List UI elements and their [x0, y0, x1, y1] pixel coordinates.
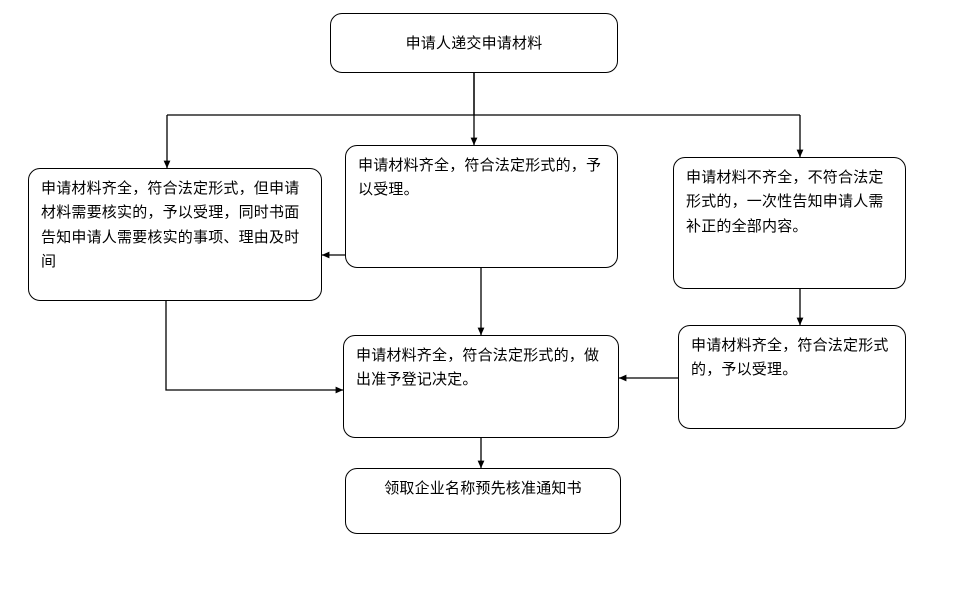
- node-accept-complete[interactable]: 申请材料齐全，符合法定形式的，予以受理。: [345, 145, 618, 268]
- node-approve-registration[interactable]: 申请材料齐全，符合法定形式的，做出准予登记决定。: [343, 335, 619, 438]
- node-accept-with-verification[interactable]: 申请材料齐全，符合法定形式，但申请材料需要核实的，予以受理，同时书面告知申请人需…: [28, 168, 322, 301]
- node-submit-label: 申请人递交申请材料: [405, 33, 543, 52]
- node-submit[interactable]: 申请人递交申请材料: [330, 13, 618, 73]
- node-incomplete-notify[interactable]: 申请材料不齐全，不符合法定形式的，一次性告知申请人需补正的全部内容。: [673, 157, 906, 289]
- node-accept-with-verification-label: 申请材料齐全，符合法定形式，但申请材料需要核实的，予以受理，同时书面告知申请人需…: [41, 179, 300, 270]
- node-incomplete-notify-label: 申请材料不齐全，不符合法定形式的，一次性告知申请人需补正的全部内容。: [686, 168, 884, 235]
- node-accept-after-correction[interactable]: 申请材料齐全，符合法定形式的，予以受理。: [678, 325, 906, 429]
- node-accept-complete-label: 申请材料齐全，符合法定形式的，予以受理。: [358, 156, 602, 199]
- node-receive-notice-label: 领取企业名称预先核准通知书: [384, 479, 582, 497]
- node-approve-registration-label: 申请材料齐全，符合法定形式的，做出准予登记决定。: [356, 346, 600, 389]
- node-accept-after-correction-label: 申请材料齐全，符合法定形式的，予以受理。: [691, 336, 889, 379]
- node-receive-notice[interactable]: 领取企业名称预先核准通知书: [345, 468, 621, 534]
- edge-accept-with-verification-to-approve: [165, 301, 344, 394]
